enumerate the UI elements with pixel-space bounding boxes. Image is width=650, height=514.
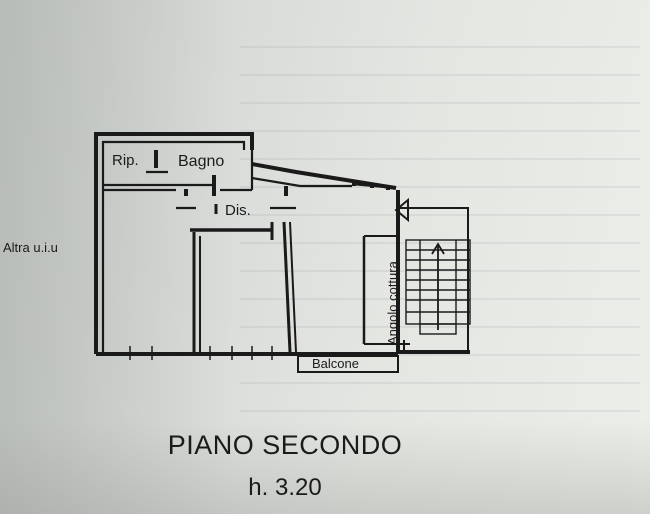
plan-title: PIANO SECONDO — [167, 430, 403, 460]
label-altra-uiu: Altra u.i.u — [3, 240, 58, 255]
label-balcone: Balcone — [312, 356, 359, 371]
plan-height: h. 3.20 — [248, 474, 322, 501]
outer-wall-upper-right — [251, 162, 397, 190]
shadow-overlay — [0, 0, 235, 514]
label-bagno: Bagno — [178, 153, 225, 170]
label-rip: Rip. — [112, 152, 139, 169]
label-dis: Dis. — [225, 202, 251, 219]
orientation-marker — [394, 197, 409, 223]
bottom-shadow — [0, 420, 650, 514]
outer-wall — [94, 132, 254, 354]
label-angolo-cottura: Angolo cottura — [385, 261, 400, 345]
